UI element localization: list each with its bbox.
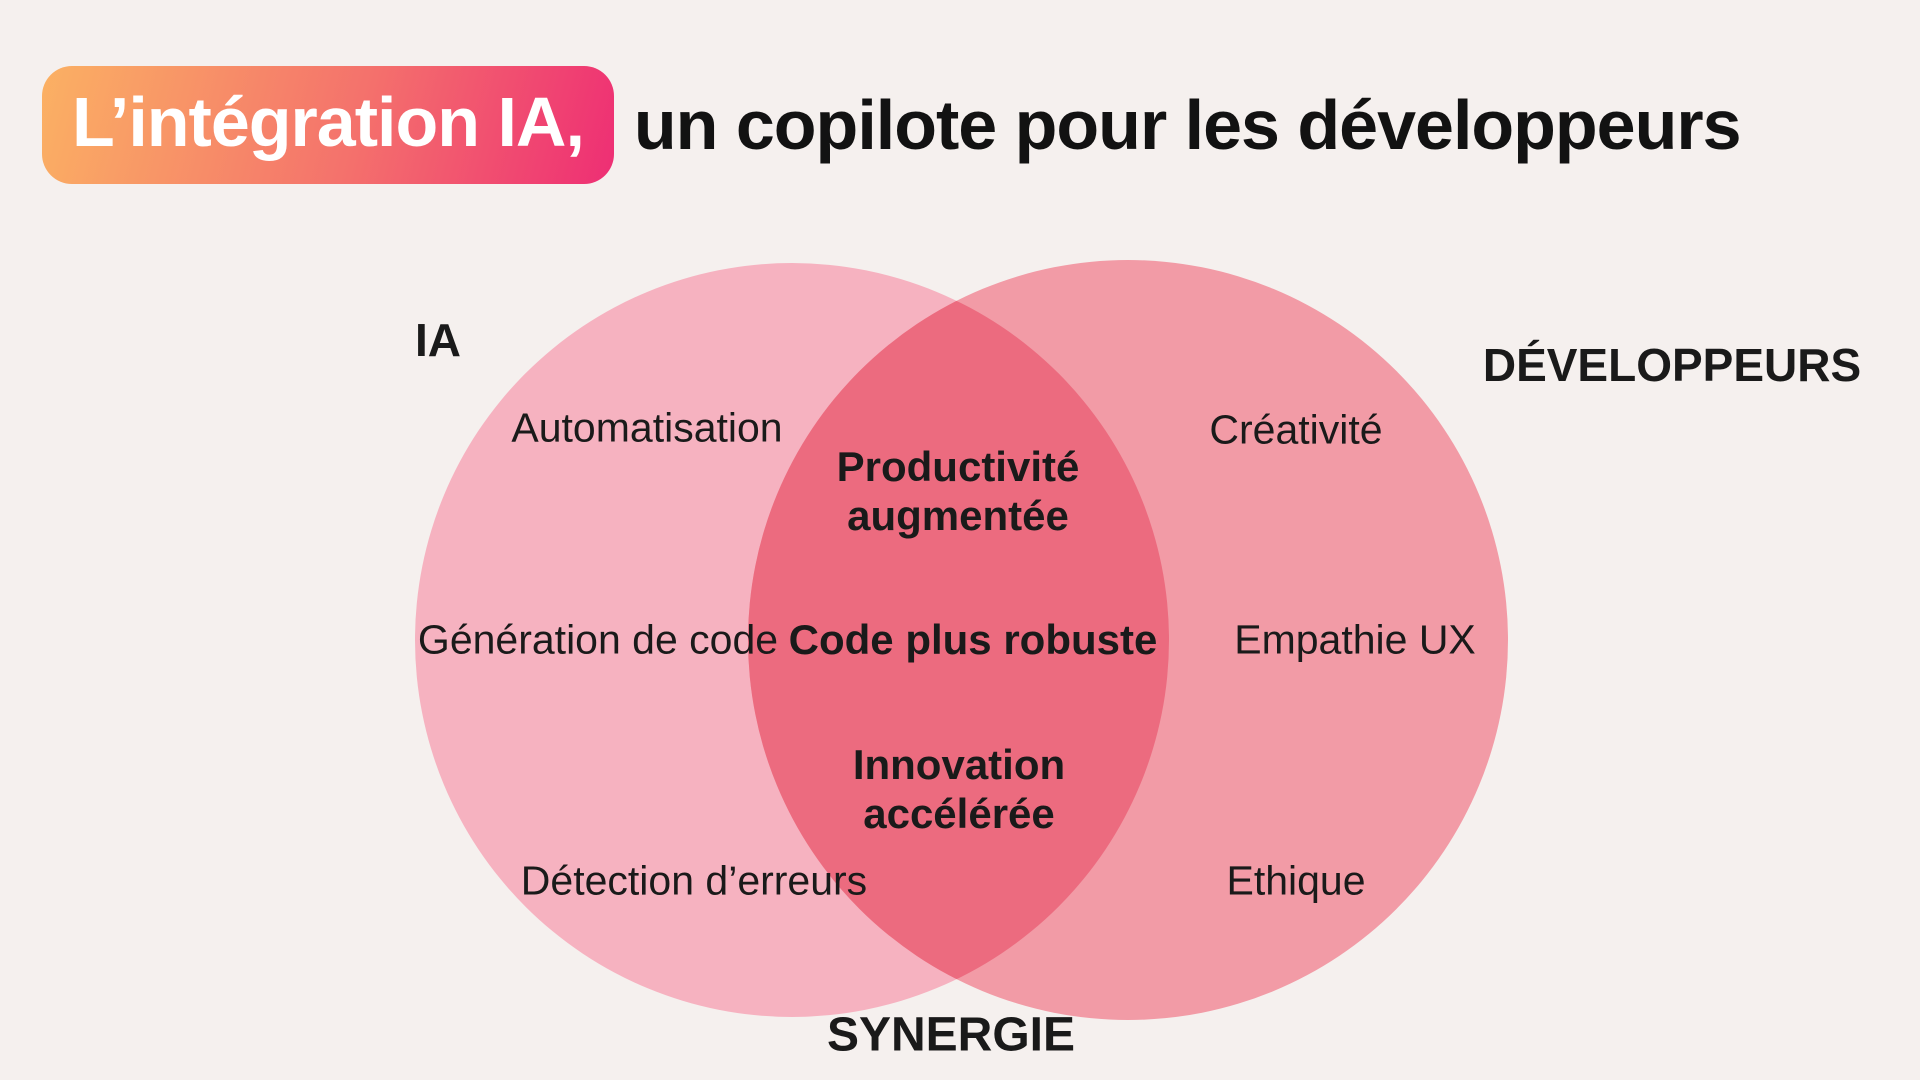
right-set-label: DÉVELOPPEURS — [1482, 339, 1862, 391]
right-item-ethique: Ethique — [1226, 857, 1366, 904]
intersection-label: SYNERGIE — [826, 1008, 1076, 1062]
intersection-lens — [748, 263, 1169, 1017]
page-title: L’intégration IA, un copilote pour les d… — [42, 66, 1742, 184]
overlap-item-innovation-acceleree: Innovation accélérée — [852, 740, 1066, 837]
overlap-item-code-plus-robuste: Code plus robuste — [788, 616, 1158, 663]
overlap-item-productivite-augmentee: Productivité augmentée — [836, 442, 1080, 539]
left-set-label: IA — [415, 314, 461, 366]
right-item-empathie-ux: Empathie UX — [1234, 616, 1476, 663]
title-rest-text: un copilote pour les développeurs — [633, 86, 1742, 164]
left-item-generation-de-code: Génération de code — [417, 616, 779, 663]
right-item-creativite: Créativité — [1209, 406, 1383, 453]
left-item-detection-erreurs: Détection d’erreurs — [520, 857, 868, 904]
left-item-automatisation: Automatisation — [511, 404, 783, 451]
title-highlight-badge: L’intégration IA, — [42, 66, 614, 184]
